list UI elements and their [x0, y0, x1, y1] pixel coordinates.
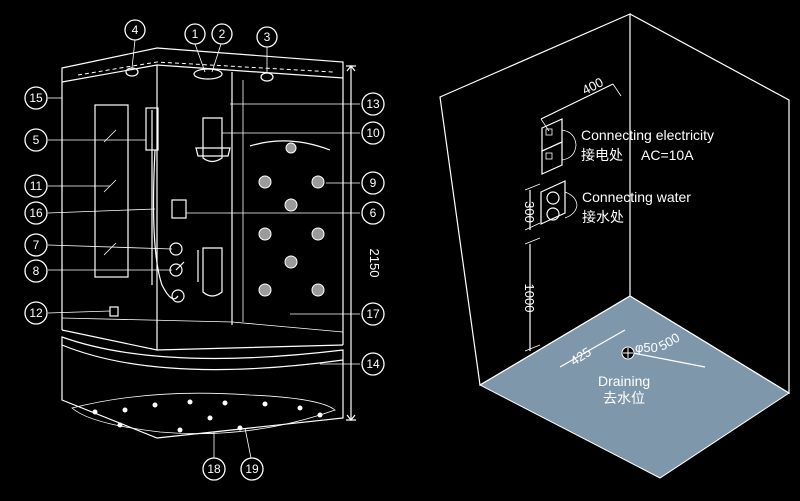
- svg-text:11: 11: [30, 179, 43, 193]
- base-jets: [92, 399, 323, 433]
- svg-text:4: 4: [132, 23, 139, 37]
- callout-16: 16: [24, 201, 48, 225]
- back-cushion: [202, 247, 223, 297]
- fan-vent: [109, 306, 119, 317]
- side-glass-panel: [94, 104, 129, 278]
- callout-leaders: [47, 39, 360, 459]
- socket-box-lower: [541, 141, 563, 175]
- room-corner: 400 Connecting electricity 接电处 AC=10A Co…: [439, 13, 790, 479]
- hand-shower-holder: [145, 107, 159, 151]
- dim-300: 300: [522, 183, 541, 231]
- height-dimension: 2150: [346, 65, 382, 421]
- callout-18: 18: [202, 457, 226, 481]
- electricity-label-cn: 接电处: [581, 147, 623, 163]
- shower-cabin: 2150 1 2: [24, 19, 385, 481]
- head-pillow: [202, 117, 223, 163]
- svg-text:13: 13: [366, 97, 380, 111]
- electricity-voltage: AC=10A: [641, 147, 694, 163]
- hand-shower-head: [171, 289, 185, 303]
- glass-shine: [103, 129, 117, 256]
- callout-3: 3: [256, 26, 278, 48]
- callout-4: 4: [124, 19, 146, 41]
- callout-6: 6: [361, 201, 385, 225]
- control-panel: [171, 199, 187, 219]
- callout-13: 13: [361, 92, 385, 116]
- top-shower-lamp: [193, 68, 223, 80]
- electricity-label: Connecting electricity: [581, 127, 714, 143]
- svg-text:17: 17: [366, 307, 380, 321]
- callout-15: 15: [24, 86, 48, 110]
- svg-text:1: 1: [192, 27, 199, 41]
- callout-1: 1: [184, 23, 206, 45]
- svg-text:1000: 1000: [522, 284, 537, 313]
- svg-text:6: 6: [370, 206, 377, 220]
- pillow-shelf: [195, 147, 231, 157]
- tray-skirt: [61, 345, 344, 439]
- svg-text:18: 18: [207, 462, 221, 476]
- svg-text:14: 14: [366, 357, 380, 371]
- water-label: Connecting water: [582, 189, 691, 205]
- callout-5: 5: [24, 128, 48, 152]
- callout-19: 19: [240, 457, 264, 481]
- svg-text:300: 300: [522, 201, 537, 223]
- body-massage-jets: [258, 142, 325, 297]
- callout-7: 7: [24, 233, 48, 257]
- water-label-cn: 接水处: [582, 209, 624, 225]
- jet-arc: [249, 140, 331, 151]
- callout-9: 9: [361, 171, 385, 195]
- svg-text:12: 12: [29, 306, 43, 320]
- drain-diameter: φ50: [635, 340, 658, 355]
- callout-12: 12: [24, 301, 48, 325]
- svg-text:3: 3: [264, 30, 271, 44]
- svg-text:2: 2: [219, 27, 226, 41]
- cabin-base-top: [61, 329, 344, 351]
- roof-back-edge: [77, 61, 334, 76]
- cabin-seat-line: [61, 317, 344, 333]
- svg-text:9: 9: [370, 176, 377, 190]
- callout-11: 11: [24, 174, 48, 198]
- callout-14: 14: [361, 352, 385, 376]
- svg-text:5: 5: [33, 133, 40, 147]
- svg-text:8: 8: [33, 264, 40, 278]
- height-dimension-label: 2150: [367, 249, 382, 278]
- shower-tray: [61, 336, 344, 371]
- svg-text:16: 16: [29, 206, 43, 220]
- callout-2: 2: [211, 23, 233, 45]
- floor-drain: φ50 425 500 Draining 去水位: [559, 329, 706, 406]
- svg-text:7: 7: [33, 238, 40, 252]
- water-connections: [540, 180, 578, 225]
- electric-sockets: [541, 118, 577, 175]
- svg-text:19: 19: [245, 462, 259, 476]
- svg-text:400: 400: [580, 74, 606, 97]
- drain-label: Draining: [598, 373, 650, 389]
- dim-1000: 1000: [522, 237, 541, 352]
- callout-8: 8: [24, 259, 48, 283]
- svg-text:10: 10: [366, 126, 380, 140]
- drain-label-cn: 去水位: [603, 390, 645, 406]
- roof-speaker-right: [260, 72, 274, 82]
- right-wall: [629, 13, 790, 395]
- callout-17: 17: [361, 302, 385, 326]
- callout-10: 10: [361, 121, 385, 145]
- base-massage-zone: [71, 392, 336, 435]
- svg-text:15: 15: [29, 91, 43, 105]
- diverter-lever: [175, 261, 185, 271]
